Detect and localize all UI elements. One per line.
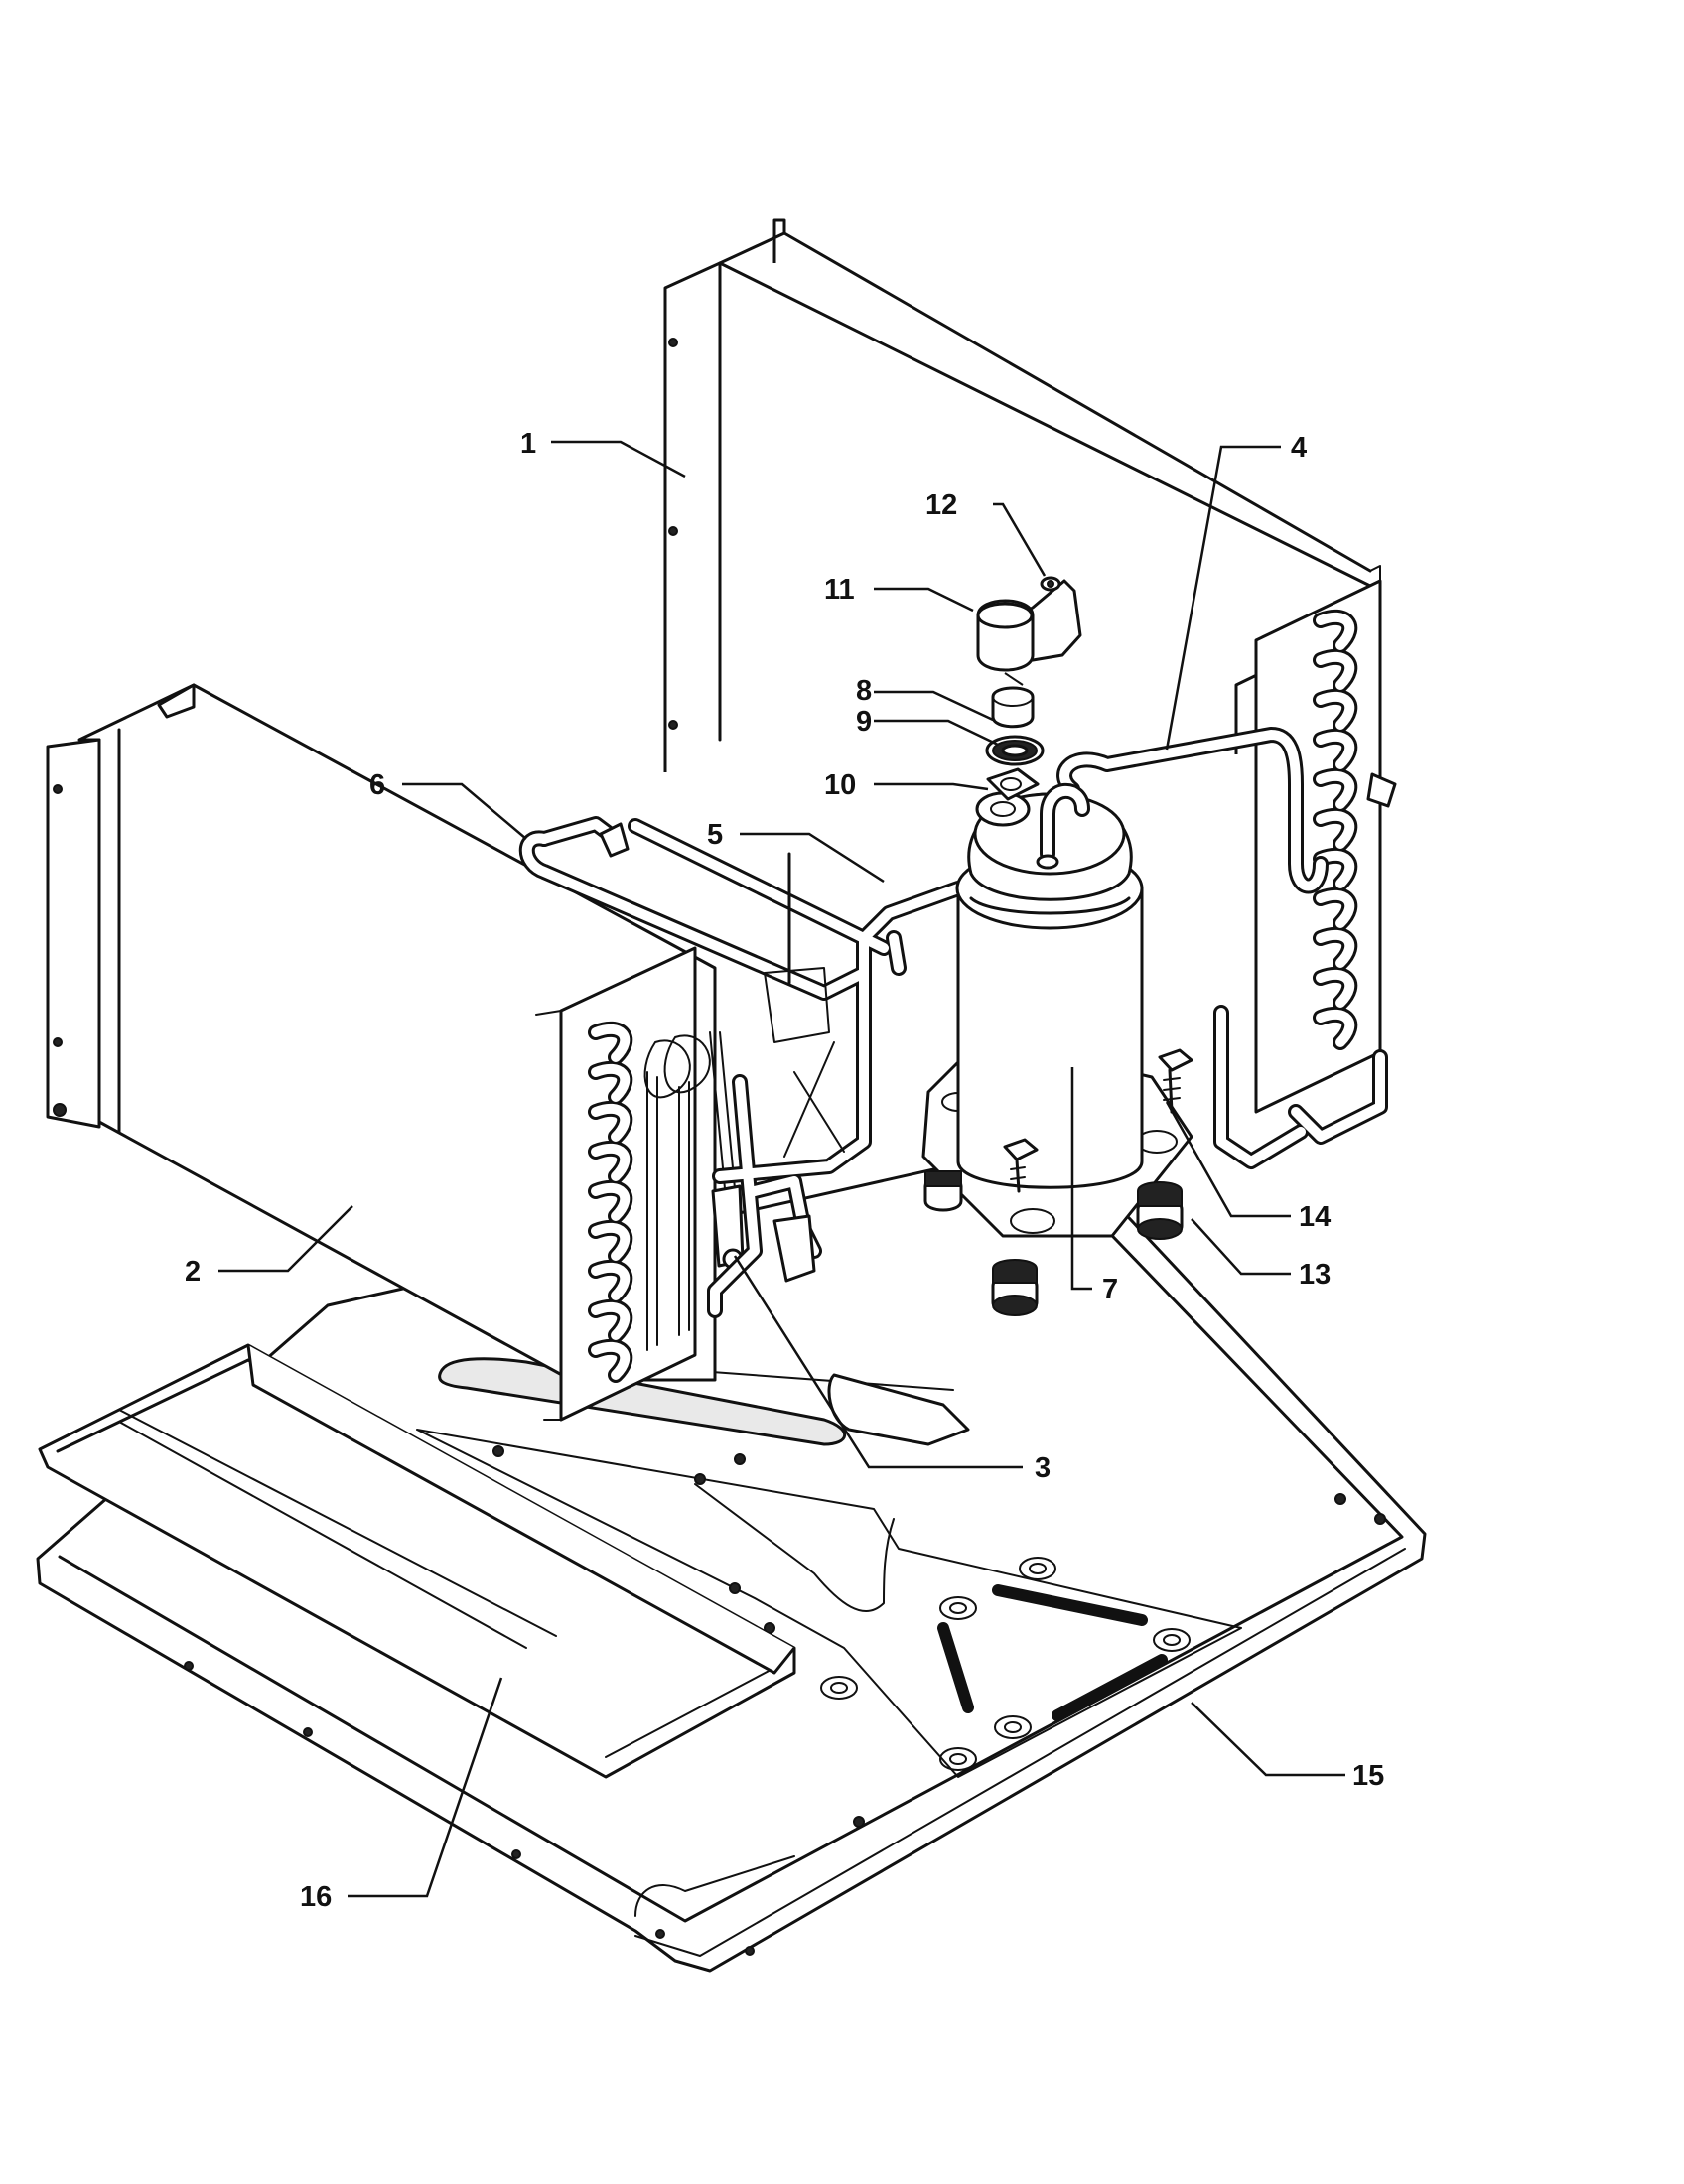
callout-13: 13 [1299, 1259, 1331, 1291]
leader-lines [218, 440, 1345, 1898]
callout-11: 11 [824, 574, 855, 606]
callout-1: 1 [520, 428, 536, 460]
callout-3: 3 [1035, 1452, 1051, 1484]
callout-labels: 1 2 3 4 5 6 7 8 9 10 11 12 13 14 15 16 [185, 428, 1384, 1913]
isolator-grommets [923, 1170, 1184, 1316]
refrigerant-tubing [518, 727, 1388, 1318]
condenser-coil [1254, 579, 1397, 1114]
callout-8: 8 [856, 675, 872, 707]
callout-15: 15 [1352, 1760, 1384, 1792]
callout-5: 5 [707, 819, 723, 851]
callout-7: 7 [1102, 1274, 1118, 1305]
callout-12: 12 [925, 489, 957, 521]
drain-tray [38, 1343, 796, 1779]
callout-9: 9 [856, 706, 872, 738]
compressor [921, 782, 1193, 1238]
rear-shroud [663, 218, 1382, 772]
callout-16: 16 [300, 1881, 332, 1913]
evaporator-housing [46, 683, 717, 1382]
callout-14: 14 [1299, 1201, 1331, 1233]
callout-4: 4 [1291, 432, 1307, 464]
mounting-bolts [1003, 1048, 1193, 1193]
callout-2: 2 [185, 1256, 201, 1288]
evaporator-coil [535, 946, 745, 1422]
terminal-parts [976, 576, 1082, 801]
callout-6: 6 [369, 769, 385, 801]
callout-10: 10 [824, 769, 856, 801]
